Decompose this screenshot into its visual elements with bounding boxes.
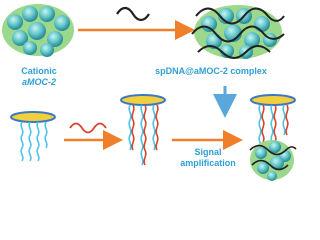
complex-label: spDNA@aMOC-2 complex — [155, 66, 267, 76]
signal-plate-right — [249, 94, 297, 181]
probe-plate-left — [10, 111, 56, 162]
hybrid-plate-middle — [120, 94, 166, 166]
figure: { "labels": { "cationic_line1": "Cationi… — [2, 4, 297, 181]
signal-label-line1: Signal — [194, 147, 222, 157]
cationic-amoc-label: Cationic aMOC-2 — [6, 66, 72, 88]
spdna-amoc-complex — [191, 5, 285, 59]
cationic-label-line1: Cationic — [21, 66, 57, 76]
amoc-cluster-left — [2, 4, 74, 57]
cationic-label-line2: aMOC-2 — [21, 77, 56, 87]
signal-amplification-label: Signal amplification — [176, 147, 240, 169]
diagram-canvas — [2, 4, 297, 181]
target-dna-strand — [69, 122, 107, 134]
signal-label-line2: amplification — [180, 158, 236, 168]
spdna-strand-free — [116, 6, 150, 22]
